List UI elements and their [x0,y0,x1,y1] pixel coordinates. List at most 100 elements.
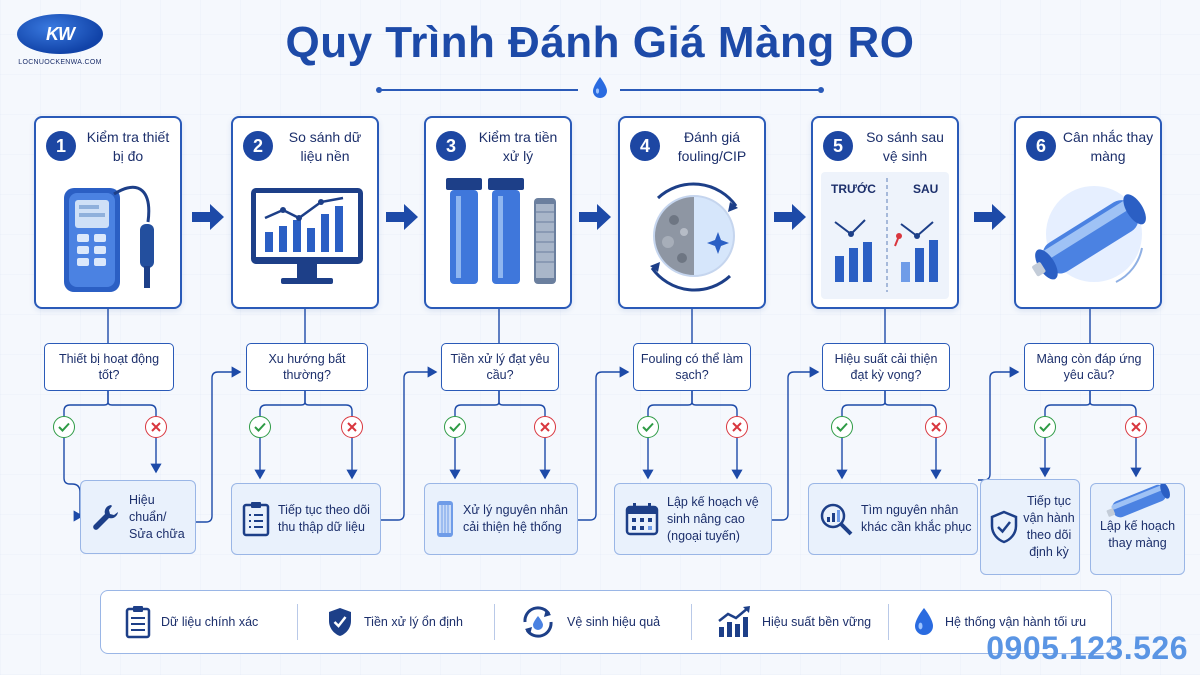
monitor-chart-icon [241,172,369,299]
water-drop-icon [913,607,935,637]
benefit-label: Tiền xử lý ổn định [364,615,463,629]
arrow-right-icon [577,202,613,232]
step-number: 5 [823,131,853,161]
action-label: Xử lý nguyên nhân cải thiện hệ thống [463,503,568,534]
check-icon [1034,416,1056,438]
action-box-3[interactable]: Xử lý nguyên nhân cải thiện hệ thống [424,483,578,555]
step-card-6[interactable]: 6 Cân nhắc thay màng [1014,116,1162,309]
action-box-1[interactable]: Hiệu chuẩn/ Sửa chữa [80,480,196,554]
action-box-2[interactable]: Tiếp tục theo dõi thu thập dữ liệu [231,483,381,555]
meter-device-icon [44,172,172,299]
arrow-right-icon [190,202,226,232]
action-box-6-yes[interactable]: Tiếp tục vận hành theo dõi định kỳ [980,479,1080,575]
divider [691,604,692,640]
action-box-6-no[interactable]: Lập kế hoạch thay màng [1090,483,1185,575]
decision-question-6: Màng còn đáp ứng yêu cầu? [1024,343,1154,391]
decision-question-1: Thiết bị hoạt động tốt? [44,343,174,391]
water-drop-icon [591,76,609,100]
check-icon [53,416,75,438]
divider [494,604,495,640]
benefit-item-1: Dữ liệu chính xác [101,591,297,653]
close-icon [145,416,167,438]
step-card-3[interactable]: 3 Kiểm tra tiền xử lý [424,116,572,309]
step-title: So sánh sau vệ sinh [866,129,944,164]
step-card-4[interactable]: 4 Đánh giá fouling/CIP [618,116,766,309]
decision-question-3: Tiền xử lý đạt yêu cầu? [441,343,559,391]
step-number: 1 [46,131,76,161]
checklist-icon [242,501,270,537]
action-label: Lập kế hoạch vệ sinh nâng cao (ngoại tuy… [667,494,759,543]
arrow-right-icon [972,202,1008,232]
close-icon [726,416,748,438]
shield-check-icon [326,606,354,638]
step-title: Kiểm tra tiền xử lý [478,129,558,164]
shield-check-icon [989,510,1019,544]
decision-question-2: Xu hướng bất thường? [246,343,368,391]
ro-membrane-small-icon [1103,484,1173,518]
page-title: Quy Trình Đánh Giá Màng RO [285,18,915,67]
hotline-number[interactable]: 0905.123.526 [986,630,1188,666]
step-number: 6 [1026,131,1056,161]
check-icon [249,416,271,438]
action-box-5[interactable]: Tìm nguyên nhân khác cần khắc phục [808,483,978,555]
benefit-item-3: Vệ sinh hiệu quả [495,591,691,653]
benefit-label: Dữ liệu chính xác [161,615,259,629]
title-divider-right [620,89,820,91]
action-label: Tìm nguyên nhân khác cần khắc phục [861,503,972,534]
action-label: Hiệu chuẩn/ Sửa chữa [129,492,185,541]
decision-question-5: Hiệu suất cải thiện đạt kỳ vọng? [822,343,950,391]
step-number: 2 [243,131,273,161]
step-title: So sánh dữ liệu nền [288,129,362,164]
title-divider-left [378,89,578,91]
decision-question-4: Fouling có thể làm sạch? [633,343,751,391]
filter-cartridge-icon [435,499,455,539]
check-icon [831,416,853,438]
close-icon [534,416,556,438]
close-icon [925,416,947,438]
step-title: Kiểm tra thiết bị đo [86,129,170,164]
brand-logo[interactable]: KW LOCNUOCKENWA.COM [10,14,110,66]
action-label: Lập kế hoạch thay màng [1099,519,1176,550]
fouling-membrane-icon [628,172,756,299]
after-label: SAU [913,182,939,196]
title-divider-dot [376,87,382,93]
step-card-2[interactable]: 2 So sánh dữ liệu nền [231,116,379,309]
step-card-1[interactable]: 1 Kiểm tra thiết bị đo [34,116,182,309]
check-icon [444,416,466,438]
benefit-label: Vệ sinh hiệu quả [567,615,661,629]
filter-housings-icon [434,172,562,299]
check-icon [637,416,659,438]
before-after-chart: TRƯỚC SAU [821,172,949,299]
growth-chart-icon [716,605,752,639]
arrow-right-icon [384,202,420,232]
divider [888,604,889,640]
before-label: TRƯỚC [831,182,876,196]
action-label: Tiếp tục theo dõi thu thập dữ liệu [278,503,370,534]
step-number: 3 [436,131,466,161]
divider [297,604,298,640]
benefits-bar: Dữ liệu chính xác Tiền xử lý ổn định Vệ … [100,590,1112,654]
wrench-icon [91,502,121,532]
logo-url: LOCNUOCKENWA.COM [18,59,102,66]
benefit-label: Hệ thống vận hành tối ưu [945,615,1087,629]
logo-mark: KW [17,14,103,54]
clipboard-icon [125,605,151,639]
step-card-5[interactable]: 5 So sánh sau vệ sinh TRƯỚC SAU [811,116,959,309]
step-title: Đánh giá fouling/CIP [677,129,747,164]
benefit-label: Hiệu suất bền vững [762,615,872,629]
benefit-item-5: Hệ thống vận hành tối ưu [889,591,1098,653]
benefit-item-4: Hiệu suất bền vững [692,591,888,653]
arrow-right-icon [772,202,808,232]
recycle-icon [519,603,557,641]
calendar-icon [625,502,659,536]
benefit-item-2: Tiền xử lý ổn định [298,591,494,653]
step-number: 4 [630,131,660,161]
magnifier-chart-icon [819,502,853,536]
close-icon [1125,416,1147,438]
ro-membrane-icon [1024,172,1152,299]
close-icon [341,416,363,438]
title-divider-dot [818,87,824,93]
step-title: Cân nhắc thay màng [1062,129,1154,164]
action-box-4[interactable]: Lập kế hoạch vệ sinh nâng cao (ngoại tuy… [614,483,772,555]
